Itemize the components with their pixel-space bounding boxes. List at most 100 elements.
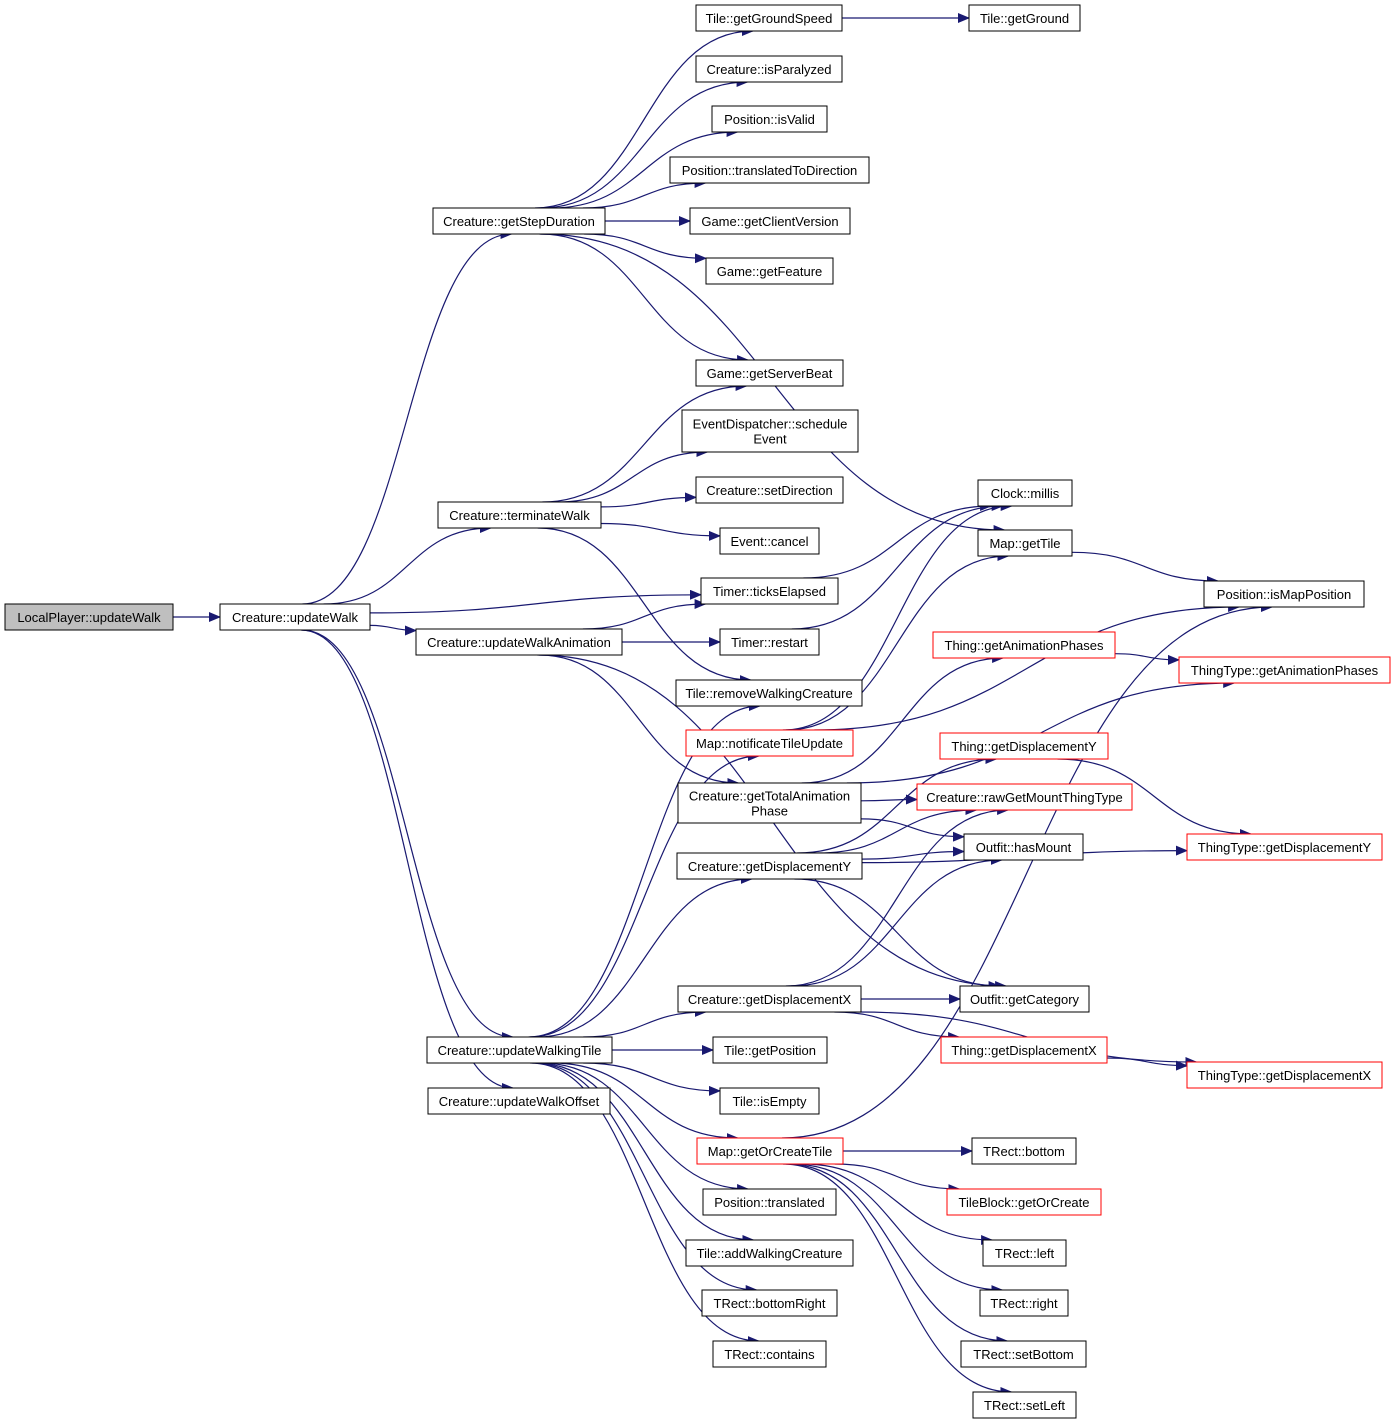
node-box <box>977 479 1073 507</box>
node-c-getdisplacementy[interactable]: Creature::getDisplacementY <box>676 852 863 880</box>
node-tile-getgroundspeed[interactable]: Tile::getGroundSpeed <box>695 4 843 32</box>
node-lp-updatewalk[interactable]: LocalPlayer::updateWalk <box>4 603 174 631</box>
node-timer-tickselapsed[interactable]: Timer::ticksElapsed <box>700 577 839 605</box>
node-label: Phase <box>751 804 788 819</box>
node-c-rawgetmountthingtype[interactable]: Creature::rawGetMountThingType <box>916 783 1133 811</box>
node-c-updatewalkanimation[interactable]: Creature::updateWalkAnimation <box>415 628 623 656</box>
node-trect-setleft[interactable]: TRect::setLeft <box>972 1391 1077 1419</box>
node-box <box>695 359 844 387</box>
node-label: Tile::isEmpty <box>733 1094 807 1109</box>
edge-n_c_getstepduration-to-n_c_isparalyzed <box>540 77 749 209</box>
node-label: Creature::getTotalAnimation <box>689 789 850 804</box>
node-label: Creature::updateWalk <box>232 610 358 625</box>
edge-n_c_updatewalkingtile-to-n_pos_translated <box>540 1062 750 1194</box>
edge-n_c_getdisplacementx-to-n_outfit_hasmount <box>791 855 1003 987</box>
node-event-cancel[interactable]: Event::cancel <box>719 527 820 555</box>
node-tt-getdisplacementy[interactable]: ThingType::getDisplacementY <box>1186 833 1383 861</box>
node-label: Tile::getPosition <box>724 1043 816 1058</box>
node-thing-getdisplacementy[interactable]: Thing::getDisplacementY <box>939 732 1109 760</box>
node-tile-getposition[interactable]: Tile::getPosition <box>712 1036 828 1064</box>
node-pos-translatedtodirection[interactable]: Position::translatedToDirection <box>669 156 870 184</box>
edge-n_map_notificatetileupdate-to-n_pos_ismapposition <box>814 602 1241 731</box>
node-tile-isempty[interactable]: Tile::isEmpty <box>719 1087 820 1115</box>
node-label: ThingType::getDisplacementY <box>1198 840 1372 855</box>
node-label: Creature::updateWalkAnimation <box>427 635 611 650</box>
node-game-getclientversion[interactable]: Game::getClientVersion <box>689 207 851 235</box>
node-c-updatewalk[interactable]: Creature::updateWalk <box>219 603 371 631</box>
node-label: Thing::getAnimationPhases <box>945 638 1104 653</box>
node-game-getfeature[interactable]: Game::getFeature <box>705 257 834 285</box>
node-c-getstepduration[interactable]: Creature::getStepDuration <box>432 207 606 235</box>
node-c-isparalyzed[interactable]: Creature::isParalyzed <box>695 55 843 83</box>
node-label: TRect::left <box>995 1246 1055 1261</box>
node-tileblock-getorcreate[interactable]: TileBlock::getOrCreate <box>946 1188 1102 1216</box>
node-trect-setbottom[interactable]: TRect::setBottom <box>960 1340 1087 1368</box>
node-label: TRect::bottomRight <box>714 1296 826 1311</box>
node-box <box>968 4 1081 32</box>
node-box <box>1203 580 1365 608</box>
node-c-terminatewalk[interactable]: Creature::terminateWalk <box>437 501 602 529</box>
edge-n_map_getorcreatetile-to-n_trect_left <box>802 1163 994 1245</box>
edge-n_map_getorcreatetile-to-n_trect_right <box>791 1163 1004 1295</box>
node-tile-getground[interactable]: Tile::getGround <box>968 4 1081 32</box>
node-map-notificatetileupdate[interactable]: Map::notificateTileUpdate <box>685 729 854 757</box>
node-label: Tile::getGroundSpeed <box>706 11 833 26</box>
node-label: TRect::setBottom <box>973 1347 1073 1362</box>
edge-n_thing_getdisplacementy-to-n_tt_getdisplacementy <box>1057 758 1252 839</box>
node-label: Creature::updateWalkOffset <box>439 1094 600 1109</box>
edge-n_c_updatewalkingtile-to-n_trect_bottomright <box>532 1062 758 1295</box>
edge-n_c_getdisplacementx-to-n_c_rawgetmountthingtype <box>785 805 1010 987</box>
edge-n_c_getdisplacementy-to-n_outfit_getcategory <box>794 878 1001 991</box>
node-label: Outfit::hasMount <box>976 840 1072 855</box>
node-label: Map::getOrCreateTile <box>708 1144 833 1159</box>
node-outfit-hasmount[interactable]: Outfit::hasMount <box>963 833 1084 861</box>
edge-n_map_gettile-to-n_pos_ismapposition <box>1071 551 1219 586</box>
node-label: Thing::getDisplacementY <box>951 739 1097 754</box>
node-label: Tile::addWalkingCreature <box>697 1246 843 1261</box>
node-pos-translated[interactable]: Position::translated <box>702 1188 837 1216</box>
node-map-getorcreatetile[interactable]: Map::getOrCreateTile <box>696 1137 844 1165</box>
node-thing-getdisplacementx[interactable]: Thing::getDisplacementX <box>940 1036 1108 1064</box>
node-trect-right[interactable]: TRect::right <box>979 1289 1069 1317</box>
node-tile-removewalkingcreature[interactable]: Tile::removeWalkingCreature <box>675 679 863 707</box>
edge-n_c_getdisplacementy-to-n_outfit_hasmount <box>861 846 965 860</box>
node-box <box>1178 656 1391 684</box>
node-box <box>932 631 1116 659</box>
node-label: Timer::ticksElapsed <box>713 584 826 599</box>
node-tt-getanimationphases[interactable]: ThingType::getAnimationPhases <box>1178 656 1391 684</box>
node-box <box>689 207 851 235</box>
node-box <box>432 207 606 235</box>
node-box <box>702 1188 837 1216</box>
node-map-gettile[interactable]: Map::getTile <box>977 529 1073 557</box>
node-box <box>700 577 839 605</box>
node-box <box>701 1289 838 1317</box>
node-outfit-getcategory[interactable]: Outfit::getCategory <box>959 985 1090 1013</box>
node-trect-bottomright[interactable]: TRect::bottomRight <box>701 1289 838 1317</box>
edge-n_timer_tickselapsed-to-n_clock_millis <box>803 501 993 579</box>
node-tile-addwalkingcreature[interactable]: Tile::addWalkingCreature <box>685 1239 854 1267</box>
node-trect-contains[interactable]: TRect::contains <box>712 1340 827 1368</box>
node-clock-millis[interactable]: Clock::millis <box>977 479 1073 507</box>
node-box <box>960 1340 1087 1368</box>
node-c-setdirection[interactable]: Creature::setDirection <box>695 476 844 504</box>
node-pos-isvalid[interactable]: Position::isValid <box>711 105 828 133</box>
node-timer-restart[interactable]: Timer::restart <box>719 628 820 656</box>
node-c-updatewalkingtile[interactable]: Creature::updateWalkingTile <box>426 1036 613 1064</box>
node-box <box>685 729 854 757</box>
node-tt-getdisplacementx[interactable]: ThingType::getDisplacementX <box>1186 1061 1383 1089</box>
node-thing-getanimationphases[interactable]: Thing::getAnimationPhases <box>932 631 1116 659</box>
node-label: Game::getClientVersion <box>701 214 838 229</box>
edge-n_c_updatewalkingtile-to-n_tile_addwalkingcreature <box>535 1062 755 1245</box>
edge-n_map_notificatetileupdate-to-n_clock_millis <box>782 501 1013 731</box>
edge-n_c_terminatewalk-to-n_ed_scheduleevent <box>558 447 709 503</box>
node-trect-bottom[interactable]: TRect::bottom <box>971 1137 1077 1165</box>
node-game-getserverbeat[interactable]: Game::getServerBeat <box>695 359 844 387</box>
node-label: TRect::bottom <box>983 1144 1065 1159</box>
node-pos-ismapposition[interactable]: Position::isMapPosition <box>1203 580 1365 608</box>
node-c-updatewalkoffset[interactable]: Creature::updateWalkOffset <box>427 1087 611 1115</box>
node-c-getdisplacementx[interactable]: Creature::getDisplacementX <box>677 985 862 1013</box>
edge-n_c_getdisplacementy-to-n_thing_getdisplacementy <box>797 754 998 854</box>
node-trect-left[interactable]: TRect::left <box>982 1239 1067 1267</box>
